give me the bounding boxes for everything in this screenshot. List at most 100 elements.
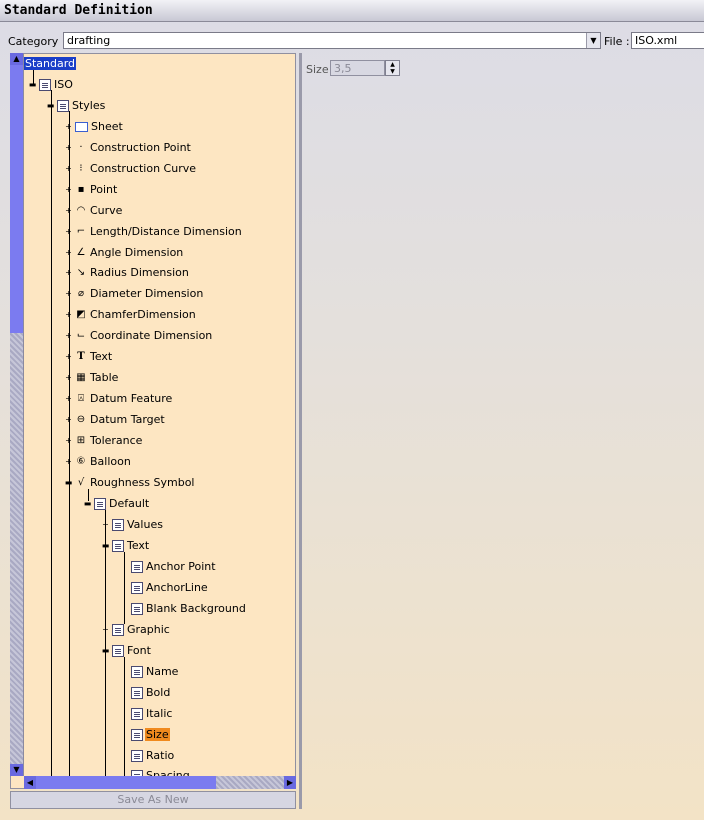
horizontal-scroll-thumb[interactable]: [36, 776, 216, 789]
tree-label: Construction Curve: [90, 162, 196, 175]
scroll-up-arrow-icon[interactable]: ▲: [10, 53, 23, 65]
length-dimension-icon: ⌐: [76, 225, 86, 237]
text-icon: T: [77, 350, 85, 362]
expand-icon[interactable]: +: [65, 268, 72, 277]
tree-label: Bold: [146, 686, 171, 699]
tree-node-font[interactable]: ▬ Font: [101, 642, 152, 659]
tree-node-angle-dimension[interactable]: + ∠ Angle Dimension: [64, 244, 184, 261]
tree-node-construction-curve[interactable]: + ⁝ Construction Curve: [64, 160, 197, 177]
tree-vertical-scrollbar[interactable]: ▲ ▼: [10, 53, 24, 776]
expand-icon[interactable]: +: [65, 164, 72, 173]
tree-node-size[interactable]: Size: [131, 726, 170, 743]
tree-label: Diameter Dimension: [90, 287, 204, 300]
tree-label: Roughness Symbol: [90, 476, 195, 489]
tree-node-blank-background[interactable]: Blank Background: [131, 600, 247, 617]
expand-icon[interactable]: +: [65, 206, 72, 215]
expand-icon[interactable]: +: [65, 436, 72, 445]
tree-label: Length/Distance Dimension: [90, 225, 242, 238]
panel-splitter[interactable]: [299, 53, 302, 809]
chamfer-dimension-icon: ◩: [76, 308, 86, 320]
tree-node-sheet[interactable]: + Sheet: [64, 118, 124, 135]
collapse-icon[interactable]: ▬: [101, 646, 110, 655]
tree-node-anchor-line[interactable]: AnchorLine: [131, 579, 209, 596]
tree-node-radius-dimension[interactable]: + ↘ Radius Dimension: [64, 264, 190, 281]
tree-node-construction-point[interactable]: + · Construction Point: [64, 139, 192, 156]
tree-node-point[interactable]: + ▪ Point: [64, 181, 118, 198]
tree-node-default[interactable]: ▬ Default: [83, 495, 150, 512]
collapse-icon[interactable]: ▬: [46, 101, 55, 110]
collapse-icon[interactable]: ▬: [64, 478, 73, 487]
category-select[interactable]: drafting ▼: [63, 32, 601, 49]
tree-node-chamfer-dimension[interactable]: + ◩ ChamferDimension: [64, 306, 197, 323]
collapse-icon[interactable]: ▬: [83, 499, 92, 508]
tree-node-anchor-point[interactable]: Anchor Point: [131, 558, 217, 575]
expand-icon[interactable]: +: [102, 625, 109, 634]
style-node-icon: [112, 539, 124, 552]
tree-label: Curve: [90, 204, 123, 217]
tree-node-ratio[interactable]: Ratio: [131, 747, 175, 764]
expand-icon[interactable]: +: [65, 331, 72, 340]
point-icon: ▪: [77, 183, 85, 195]
tree-label: Values: [127, 518, 163, 531]
tree-node-tolerance[interactable]: + ⊞ Tolerance: [64, 432, 143, 449]
tree-node-diameter-dimension[interactable]: + ⌀ Diameter Dimension: [64, 285, 204, 302]
scroll-down-arrow-icon[interactable]: ▼: [10, 764, 23, 776]
tree-node-table[interactable]: + ▦ Table: [64, 369, 119, 386]
tree-horizontal-scrollbar[interactable]: ◀ ▶: [24, 776, 296, 789]
scroll-right-arrow-icon[interactable]: ▶: [284, 776, 296, 789]
expand-icon[interactable]: +: [65, 122, 72, 131]
file-field[interactable]: ISO.xml: [631, 32, 704, 49]
tree-node-name[interactable]: Name: [131, 663, 179, 680]
tree-label: Datum Target: [90, 413, 165, 426]
style-node-icon: [131, 581, 143, 594]
tree-node-length-distance-dimension[interactable]: + ⌐ Length/Distance Dimension: [64, 223, 243, 240]
expand-icon[interactable]: +: [65, 457, 72, 466]
tree-node-datum-target[interactable]: + ⊖ Datum Target: [64, 411, 166, 428]
style-node-icon: [131, 749, 143, 762]
scroll-left-arrow-icon[interactable]: ◀: [24, 776, 36, 789]
tree-node-italic[interactable]: Italic: [131, 705, 173, 722]
balloon-icon: ⑥: [76, 455, 86, 467]
roughness-symbol-icon: √: [77, 476, 85, 488]
dropdown-arrow-icon[interactable]: ▼: [586, 33, 600, 48]
expand-icon[interactable]: +: [102, 520, 109, 529]
tree-node-coordinate-dimension[interactable]: + ⌙ Coordinate Dimension: [64, 327, 213, 344]
expand-icon[interactable]: +: [65, 248, 72, 257]
tree-node-roughness-symbol[interactable]: ▬ √ Roughness Symbol: [64, 474, 195, 491]
tree-node-styles[interactable]: ▬ Styles: [46, 97, 106, 114]
style-node-icon: [112, 518, 124, 531]
expand-icon[interactable]: +: [65, 310, 72, 319]
collapse-icon[interactable]: ▬: [101, 541, 110, 550]
expand-icon[interactable]: +: [65, 185, 72, 194]
size-input[interactable]: 3,5: [330, 60, 385, 76]
collapse-icon[interactable]: ▬: [28, 80, 37, 89]
spin-down-icon[interactable]: ▼: [390, 68, 395, 75]
tree-node-values[interactable]: + Values: [101, 516, 164, 533]
vertical-scroll-thumb[interactable]: [10, 65, 23, 333]
spin-up-icon[interactable]: ▲: [390, 61, 395, 68]
tree-node-graphic[interactable]: + Graphic: [101, 621, 171, 638]
expand-icon[interactable]: +: [65, 143, 72, 152]
tree-node-datum-feature[interactable]: + ⍓ Datum Feature: [64, 390, 173, 407]
expand-icon[interactable]: +: [65, 415, 72, 424]
tree-node-balloon[interactable]: + ⑥ Balloon: [64, 453, 132, 470]
tree-label: Tolerance: [90, 434, 143, 447]
sheet-icon: [75, 121, 88, 132]
expand-icon[interactable]: +: [65, 227, 72, 236]
tree-label: Text: [127, 539, 150, 552]
tree-node-text-group[interactable]: ▬ Text: [101, 537, 150, 554]
tree-node-bold[interactable]: Bold: [131, 684, 171, 701]
expand-icon[interactable]: +: [65, 289, 72, 298]
tree-label: Default: [109, 497, 150, 510]
tree-node-curve[interactable]: + ◠ Curve: [64, 202, 123, 219]
tree-label: ISO: [54, 78, 73, 91]
tree-node-standard[interactable]: Standard: [24, 55, 77, 72]
save-as-new-button[interactable]: Save As New: [10, 791, 296, 809]
expand-icon[interactable]: +: [65, 373, 72, 382]
expand-icon[interactable]: +: [65, 394, 72, 403]
expand-icon[interactable]: +: [65, 352, 72, 361]
size-spinner[interactable]: ▲ ▼: [385, 60, 400, 76]
tree-node-text[interactable]: + T Text: [64, 348, 113, 365]
standard-tree[interactable]: Standard ▬ ISO ▬ Styles + Sheet + · Cons…: [10, 53, 296, 789]
tree-node-iso[interactable]: ▬ ISO: [28, 76, 74, 93]
